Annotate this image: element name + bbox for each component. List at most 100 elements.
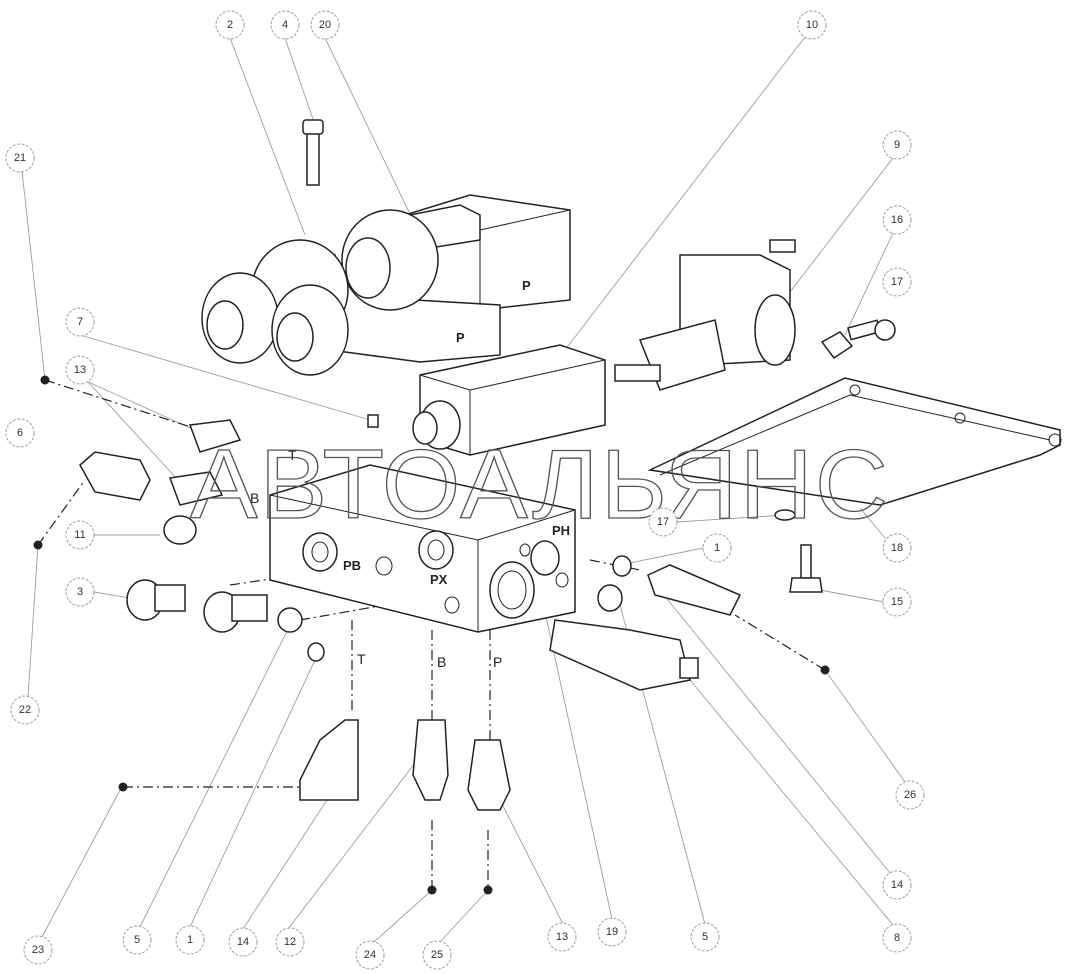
- leader-lines: [21, 36, 906, 943]
- callout-circle: [228, 927, 258, 957]
- callout-number: 22: [19, 704, 31, 716]
- callout-number: 6: [17, 427, 23, 439]
- callout-number: 5: [134, 934, 140, 946]
- plug-7: [367, 414, 379, 428]
- callout-circle: [310, 10, 340, 40]
- callout-14-right: 14: [882, 870, 912, 900]
- callout-25: 25: [422, 940, 452, 970]
- callout-number: 8: [894, 932, 900, 944]
- callout-23: 23: [23, 935, 53, 965]
- callout-number: 3: [77, 586, 83, 598]
- callout-number: 21: [14, 152, 26, 164]
- callout-circle: [882, 587, 912, 617]
- callout-16: 16: [882, 205, 912, 235]
- callout-circle: [422, 940, 452, 970]
- callout-circle: [275, 927, 305, 957]
- callout-circle: [882, 533, 912, 563]
- plug-11: [163, 515, 197, 545]
- screw-4: [302, 119, 324, 186]
- callout-7: 7: [65, 307, 95, 337]
- callout-number: 2: [227, 19, 233, 31]
- callout-circle: [122, 925, 152, 955]
- svg-text:PH: PH: [552, 523, 570, 538]
- callout-14-bottom: 14: [228, 927, 258, 957]
- svg-text:PX: PX: [430, 572, 448, 587]
- callout-number: 13: [556, 931, 568, 943]
- solenoid-valve-rear: P: [404, 194, 571, 311]
- callout-circle: [702, 533, 732, 563]
- callout-19: 19: [597, 917, 627, 947]
- callout-circle: [65, 520, 95, 550]
- bolt-16: [820, 319, 882, 360]
- callout-number: 17: [657, 516, 669, 528]
- fitting-13b: [168, 471, 224, 506]
- fitting-3a-body: [154, 584, 186, 612]
- intermediate-plate-10: [412, 344, 606, 456]
- plug-5-left: [277, 607, 303, 633]
- callout-circle: [5, 418, 35, 448]
- bracket-18: [647, 377, 1062, 506]
- callout-number: 19: [606, 926, 618, 938]
- fitting-6: [79, 451, 151, 501]
- callout-1-right: 1: [702, 533, 732, 563]
- watermark: АВТОАЛЬЯНС: [190, 429, 890, 539]
- callout-circle: [882, 130, 912, 160]
- callout-number: 5: [702, 931, 708, 943]
- callout-circle: [23, 935, 53, 965]
- port-p-label: P: [493, 654, 502, 670]
- callout-13-bottom: 13: [547, 922, 577, 952]
- washer-17-bottom: [774, 509, 796, 521]
- washer-17-top: [874, 319, 896, 341]
- svg-text:P: P: [456, 330, 465, 345]
- callout-circle: [648, 507, 678, 537]
- callout-circle: [215, 10, 245, 40]
- plug-5-right: [597, 584, 623, 612]
- callout-number: 17: [891, 276, 903, 288]
- pressure-switch-9: [614, 239, 796, 391]
- callout-17-top: 17: [882, 267, 912, 297]
- callout-5-left: 5: [122, 925, 152, 955]
- callout-circle: [175, 925, 205, 955]
- cartridge-valve-8: [549, 619, 691, 691]
- callout-24: 24: [355, 940, 385, 970]
- callout-number: 13: [74, 364, 86, 376]
- callout-20: 20: [310, 10, 340, 40]
- callout-3: 3: [65, 577, 95, 607]
- callout-number: 26: [904, 789, 916, 801]
- fitting-13-bottom: [467, 739, 511, 811]
- callout-22: 22: [10, 695, 40, 725]
- callout-6: 6: [5, 418, 35, 448]
- callout-circle: [65, 355, 95, 385]
- callout-circle: [10, 695, 40, 725]
- callout-5-right: 5: [690, 922, 720, 952]
- callout-10: 10: [797, 10, 827, 40]
- callout-21: 21: [5, 143, 35, 173]
- callout-number: 1: [187, 934, 193, 946]
- callout-number: 20: [319, 19, 331, 31]
- callout-circle: [597, 917, 627, 947]
- callout-13-left: 13: [65, 355, 95, 385]
- svg-text:T: T: [288, 447, 297, 463]
- callout-12: 12: [275, 927, 305, 957]
- solenoid-coils: [201, 209, 439, 376]
- fitting-12: [412, 719, 449, 801]
- callout-1-bottom: 1: [175, 925, 205, 955]
- callout-number: 24: [364, 949, 376, 961]
- callout-circle: [355, 940, 385, 970]
- callout-number: 9: [894, 139, 900, 151]
- callout-4: 4: [270, 10, 300, 40]
- callout-9: 9: [882, 130, 912, 160]
- elbow-14: [647, 564, 742, 616]
- port-t-label: T: [357, 651, 366, 667]
- callout-8: 8: [882, 923, 912, 953]
- callout-17-bottom: 17: [648, 507, 678, 537]
- callout-number: 23: [32, 944, 44, 956]
- callout-number: 14: [237, 936, 249, 948]
- callout-circle: [882, 267, 912, 297]
- callout-2: 2: [215, 10, 245, 40]
- plug-1-right: [612, 555, 632, 577]
- callout-15: 15: [882, 587, 912, 617]
- plug-1-left: [307, 642, 325, 662]
